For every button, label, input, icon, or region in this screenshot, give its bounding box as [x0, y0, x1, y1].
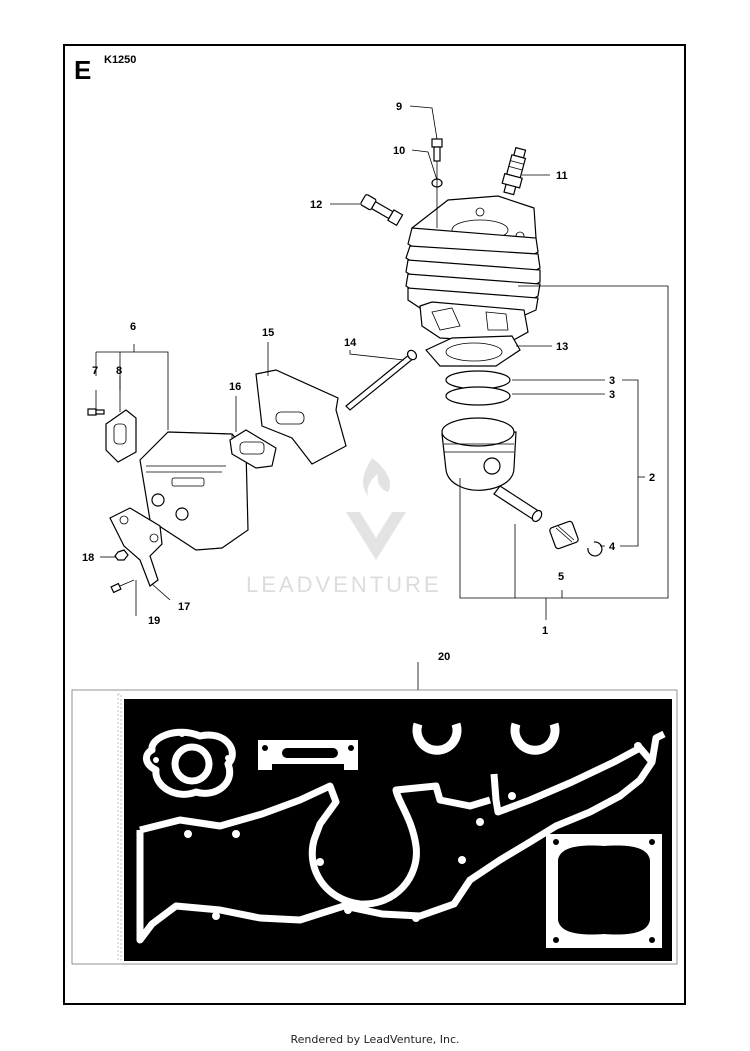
cylinder-base-gasket[interactable] [425, 335, 521, 367]
muffler-screw[interactable] [87, 408, 105, 416]
gasket-round-flange [143, 728, 236, 798]
piston-ring-upper[interactable] [445, 370, 511, 390]
gasket-c-ring-right [510, 722, 560, 755]
spark-plug[interactable] [500, 146, 529, 196]
muffler-gasket[interactable] [229, 429, 277, 469]
callout-13[interactable]: 13 [556, 341, 568, 353]
model-code: K1250 [104, 54, 136, 66]
heat-shield[interactable] [255, 369, 347, 465]
footer-credit: Rendered by LeadVenture, Inc. [290, 1033, 460, 1046]
callout-3-lower[interactable]: 3 [609, 389, 615, 401]
needle-bearing[interactable] [549, 520, 579, 550]
gasket-crankcase [136, 730, 666, 944]
callout-16[interactable]: 16 [229, 381, 241, 393]
watermark-text: LEADVENTURE [246, 572, 442, 597]
gasket-kit-dashed-edge [117, 693, 122, 961]
piston-ring-lower[interactable] [445, 386, 511, 406]
muffler-bracket[interactable] [109, 507, 163, 587]
callout-2[interactable]: 2 [649, 472, 655, 484]
callout-7[interactable]: 7 [92, 365, 98, 377]
muffler-long-bolt[interactable] [345, 349, 418, 411]
callout-12[interactable]: 12 [310, 199, 322, 211]
callout-17[interactable]: 17 [178, 601, 190, 613]
decompression-valve[interactable] [360, 194, 404, 227]
circlip[interactable] [587, 541, 603, 557]
watermark-logo: LEADVENTURE [246, 458, 442, 597]
callout-6[interactable]: 6 [130, 321, 136, 333]
muffler-cover-plate[interactable] [105, 409, 137, 463]
section-letter: E [74, 55, 91, 85]
cylinder-bolt[interactable] [431, 138, 443, 162]
callout-8[interactable]: 8 [116, 365, 122, 377]
muffler[interactable] [139, 431, 249, 551]
callout-14[interactable]: 14 [344, 337, 357, 349]
cylinder[interactable] [405, 195, 541, 343]
bracket-screw[interactable] [110, 579, 135, 594]
piston[interactable] [441, 417, 517, 491]
callout-11[interactable]: 11 [556, 170, 568, 182]
gasket-c-ring-left [412, 722, 462, 755]
gasket-muffler [258, 740, 358, 770]
bracket-nut[interactable] [114, 549, 129, 561]
callout-10[interactable]: 10 [393, 145, 405, 157]
gasket-cylinder-base [546, 834, 662, 948]
callout-18[interactable]: 18 [82, 552, 94, 564]
diagram-frame [63, 44, 686, 1005]
callout-1[interactable]: 1 [542, 625, 548, 637]
piston-pin[interactable] [493, 485, 544, 523]
callout-4[interactable]: 4 [609, 541, 616, 553]
gasket-kit-panel[interactable] [71, 689, 678, 965]
callout-15[interactable]: 15 [262, 327, 274, 339]
callout-19[interactable]: 19 [148, 615, 160, 627]
callout-5[interactable]: 5 [558, 571, 564, 583]
callout-20[interactable]: 20 [438, 651, 450, 663]
callout-3-upper[interactable]: 3 [609, 375, 615, 387]
callout-9[interactable]: 9 [396, 101, 402, 113]
